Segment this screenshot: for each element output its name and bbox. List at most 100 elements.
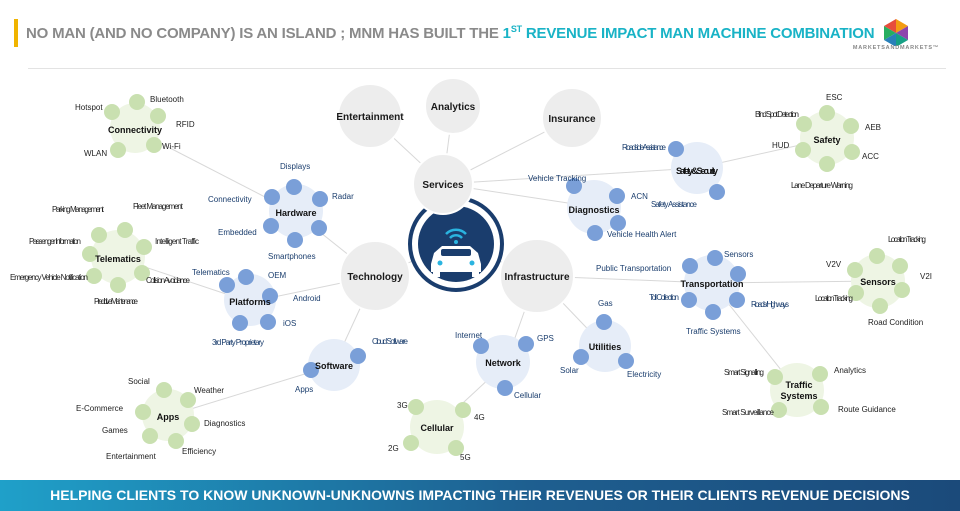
item-label: Smart Signalling: [724, 368, 764, 377]
item-label: Passenger Information: [29, 237, 81, 246]
item-label: Electricity: [627, 370, 661, 379]
main-node-label: Insurance: [548, 114, 596, 125]
cluster-network: Network Internet GPS Cellular: [455, 331, 554, 400]
item-label: Android: [293, 294, 321, 303]
item-label: Public Transportation: [596, 264, 671, 273]
cluster-software: Software Cloud Software Apps: [295, 337, 409, 394]
item-label: Solar: [560, 366, 579, 375]
item-label: Roads / Highways: [751, 300, 789, 309]
item-label: Location Tracking: [888, 235, 926, 244]
ecosystem-diagram: Services Technology Infrastructure Enter…: [10, 77, 932, 462]
cluster-sensors: Sensors V2V Location Tracking V2I Road C…: [815, 235, 932, 327]
title-prefix: NO MAN (AND NO COMPANY) IS AN ISLAND ; M…: [26, 24, 499, 42]
item-label: Hotspot: [75, 103, 103, 112]
item-label: V2I: [920, 272, 932, 281]
main-node-label: Infrastructure: [504, 272, 569, 283]
company-logo: MARKETSANDMARKETS™: [846, 16, 946, 56]
item-label: Smartphones: [268, 252, 316, 261]
item-label: Entertainment: [106, 452, 157, 461]
cluster-label: Utilities: [589, 342, 622, 352]
item-label: Games: [102, 426, 128, 435]
cluster-label: Telematics: [95, 254, 141, 264]
main-node-label: Services: [422, 180, 464, 191]
title-highlight-num: 1: [502, 25, 511, 42]
cluster-safety-security: Safety & Security Roadside Assistance: [622, 141, 725, 200]
item-label: Roadside Assistance: [622, 143, 667, 152]
item-label: Social: [128, 377, 150, 386]
item-label: Displays: [280, 162, 310, 171]
car-wifi-icon: [431, 228, 481, 277]
item-label: Location Tracking: [815, 294, 853, 303]
page-title: NO MAN (AND NO COMPANY) IS AN ISLAND ; M…: [14, 16, 875, 50]
item-label: Telematics: [192, 268, 230, 277]
item-label: iOS: [283, 319, 296, 328]
item-label: 3rd Party Proprietary: [212, 338, 264, 347]
item-label: Wi-Fi: [162, 142, 181, 151]
cluster-label: Safety: [813, 135, 840, 145]
item-label: Road Condition: [868, 318, 923, 327]
item-label: Vehicle Tracking: [528, 174, 586, 183]
main-node-label: Technology: [347, 272, 403, 283]
cluster-label: Safety & Security: [676, 166, 718, 176]
cluster-label: Software: [315, 361, 353, 371]
item-label: V2V: [826, 260, 842, 269]
cluster-platforms: Platforms Telematics OEM Android iOS 3rd…: [192, 268, 321, 347]
logo-mark-icon: [884, 19, 908, 47]
item-label: Route Guidance: [838, 405, 896, 414]
item-label: Smart Surveillance: [722, 408, 775, 417]
title-highlight-rest: REVENUE IMPACT MAN MACHINE COMBINATION: [521, 25, 875, 42]
main-node-label: Analytics: [431, 102, 476, 113]
cluster-label: Hardware: [275, 208, 316, 218]
item-label: Parking Management: [52, 205, 105, 214]
cluster-label: Traffic: [785, 380, 812, 390]
item-label: Cloud Software: [372, 337, 409, 346]
main-node-services: Services: [412, 153, 474, 215]
item-label: Efficiency: [182, 447, 216, 456]
cluster-label: Network: [485, 358, 522, 368]
main-node-insurance: Insurance: [541, 87, 603, 149]
header-divider: [28, 68, 946, 69]
main-node-infrastructure: Infrastructure: [499, 238, 575, 314]
cluster-label: Apps: [157, 412, 180, 422]
cluster-diagnostics: Diagnostics Vehicle Tracking ACN Safety …: [528, 174, 698, 241]
cluster-label: Platforms: [229, 297, 271, 307]
item-label: Fleet Management: [133, 202, 184, 211]
cluster-label: Cellular: [420, 423, 454, 433]
item-label: 4G: [474, 413, 485, 422]
item-label: E-Commerce: [76, 404, 124, 413]
cluster-label-2: Systems: [780, 391, 817, 401]
item-label: Blind Spot Detection: [755, 110, 799, 119]
item-label: ACC: [862, 152, 879, 161]
item-label: RFID: [176, 120, 195, 129]
item-label: Diagnostics: [204, 419, 245, 428]
cluster-transportation: Transportation Public Transportation Sen…: [596, 250, 789, 336]
cluster-label: Diagnostics: [568, 205, 619, 215]
item-label: Sensors: [724, 250, 753, 259]
cluster-hardware: Hardware Displays Radar Smartphones Embe…: [208, 162, 354, 261]
item-label: 5G: [460, 453, 471, 462]
item-label: ESC: [826, 93, 843, 102]
main-node-label: Entertainment: [336, 112, 404, 123]
item-label: 3G: [397, 401, 408, 410]
cluster-safety: Safety Blind Spot Detection ESC AEB ACC …: [755, 93, 881, 190]
main-node-analytics: Analytics: [424, 77, 482, 135]
item-label: Toll Collection: [649, 293, 679, 302]
item-label: ACN: [631, 192, 648, 201]
cluster-apps: Apps Social Weather E-Commerce Diagnosti…: [76, 377, 245, 461]
item-label: Embedded: [218, 228, 257, 237]
item-label: Lane Departure Warning: [791, 181, 853, 190]
main-node-technology: Technology: [339, 240, 411, 312]
item-label: WLAN: [84, 149, 107, 158]
item-label: Intelligent Traffic: [155, 237, 199, 246]
item-label: Gas: [598, 299, 613, 308]
item-label: Predictive Maintenance: [94, 297, 139, 306]
cluster-label: Sensors: [860, 277, 896, 287]
item-label: Connectivity: [208, 195, 252, 204]
cluster-utilities: Utilities Gas Solar Electricity: [560, 299, 661, 379]
item-label: OEM: [268, 271, 287, 280]
item-label: Radar: [332, 192, 354, 201]
item-label: 2G: [388, 444, 399, 453]
item-label: Weather: [194, 386, 224, 395]
cluster-connectivity: Connectivity Hotspot Bluetooth RFID Wi-F…: [75, 94, 195, 158]
item-label: Safety Assistance: [651, 200, 698, 209]
